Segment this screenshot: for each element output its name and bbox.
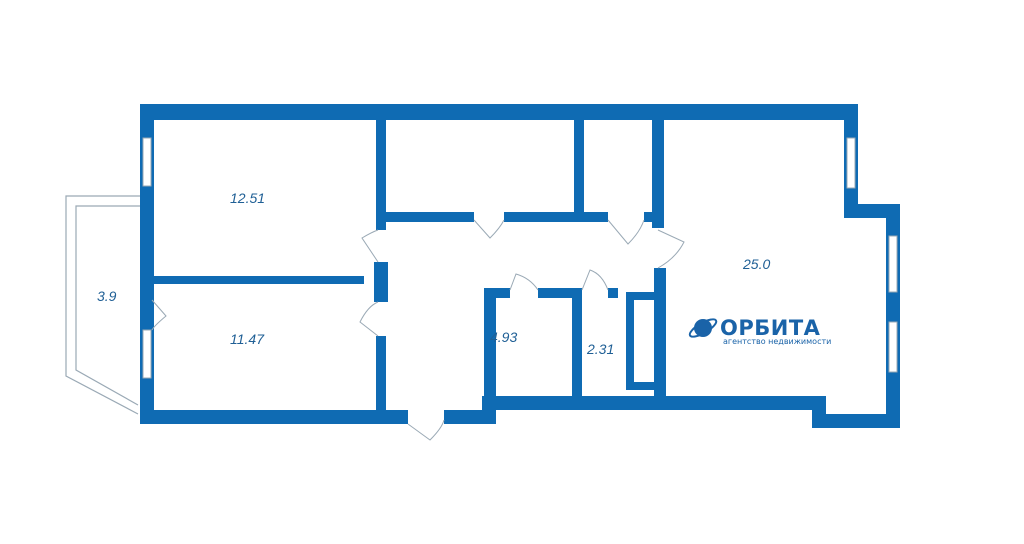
door-wc: [581, 269, 609, 291]
door-entrance: [407, 419, 445, 441]
door-room-top-b: [607, 219, 645, 245]
brand-logo: ОРБИТА агентство недвижимости: [688, 316, 831, 346]
brand-tagline: агентство недвижимости: [723, 337, 831, 346]
interior-walls: [154, 120, 666, 412]
windows: [142, 137, 898, 379]
planet-orbit-icon: [688, 318, 718, 338]
door-room-top-a: [473, 219, 505, 239]
area-label-balcony: 3.9: [97, 288, 117, 304]
exterior-walls: [140, 104, 900, 428]
doors: [151, 219, 685, 441]
brand-name: ОРБИТА: [720, 316, 821, 340]
window-bedroom-2: [142, 329, 152, 379]
door-balcony: [151, 299, 167, 331]
window-living-top: [846, 137, 856, 189]
window-living-right-2: [888, 321, 898, 373]
door-bath: [509, 273, 539, 291]
door-living: [657, 229, 685, 269]
area-label-bedroom-1: 12.51: [230, 190, 265, 206]
area-label-bath: 4.93: [490, 329, 517, 345]
balcony-outline: [65, 195, 142, 415]
area-label-bedroom-2: 11.47: [230, 331, 265, 347]
door-bedroom-2: [359, 301, 379, 337]
area-label-living: 25.0: [742, 256, 770, 272]
window-bedroom-1: [142, 137, 152, 187]
door-bedroom-1: [361, 229, 379, 263]
area-label-wc: 2.31: [586, 341, 614, 357]
window-living-right-1: [888, 235, 898, 293]
